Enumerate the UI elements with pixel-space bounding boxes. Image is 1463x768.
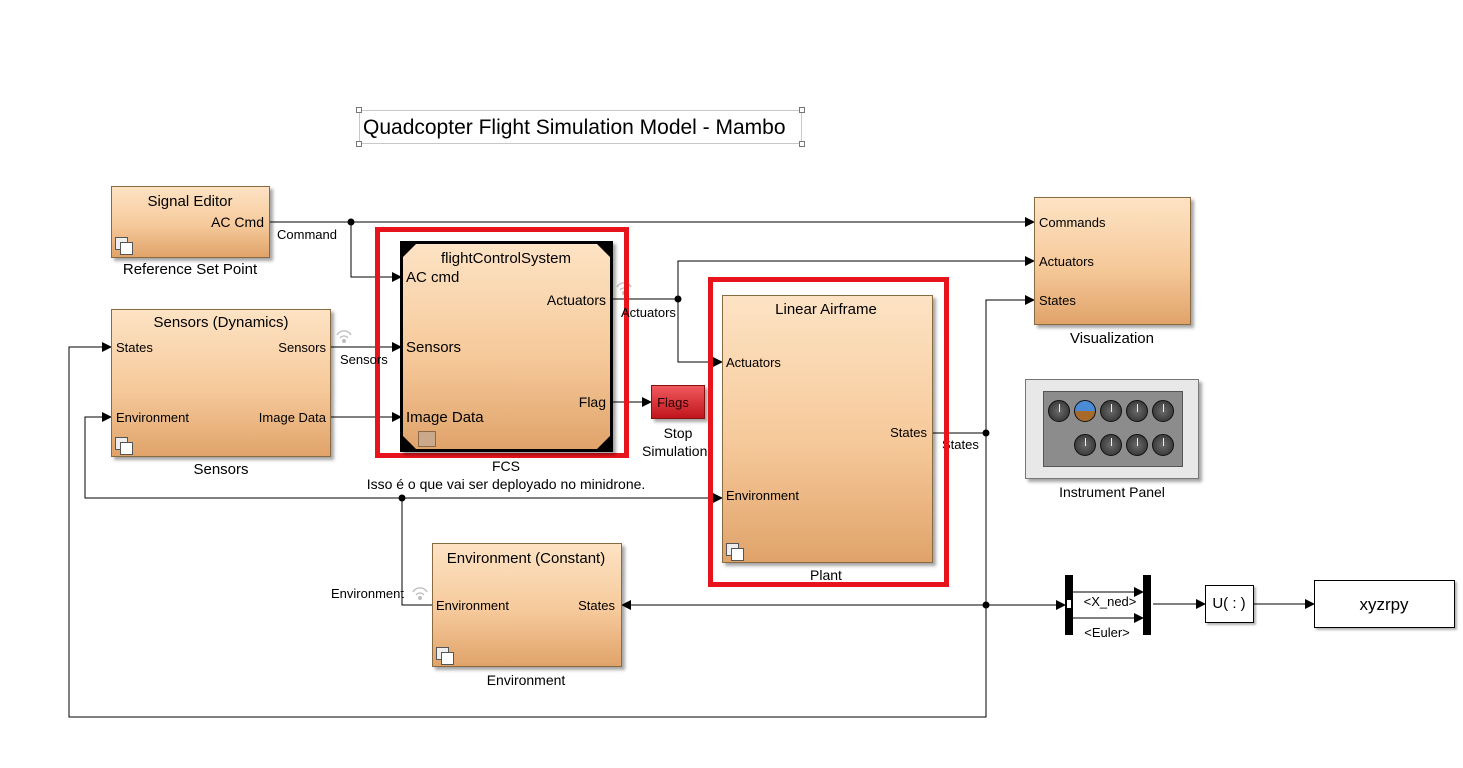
port-label: Image Data <box>258 410 326 425</box>
attitude-indicator-icon <box>1074 400 1096 422</box>
block-caption: Instrument Panel <box>1059 484 1165 500</box>
port-label: Actuators <box>546 292 606 308</box>
signal-label-actuators: Actuators <box>621 305 676 320</box>
signal-line-actuators[interactable] <box>612 298 723 367</box>
signal-label-states: States <box>942 437 979 452</box>
model-title: Quadcopter Flight Simulation Model - Mam… <box>363 116 786 139</box>
bus-selector-output-bar[interactable] <box>1143 575 1151 635</box>
bus-selector-grip <box>1066 599 1072 609</box>
port-label: AC Cmd <box>211 214 264 230</box>
port-label: Sensors <box>406 339 462 356</box>
model-title-box[interactable] <box>356 107 805 147</box>
selection-handle[interactable] <box>799 141 805 147</box>
flags-label: Flags <box>657 395 689 410</box>
signal-editor-block[interactable] <box>111 186 270 258</box>
port-label: Commands <box>1039 215 1106 230</box>
gauge-icon <box>1048 400 1070 422</box>
signal-label-command: Command <box>277 227 337 242</box>
signal-label-sensors: Sensors <box>340 352 388 367</box>
workspace-label: xyzrpy <box>1359 595 1409 614</box>
block-caption: Simulation <box>642 443 708 459</box>
bus-signal-label: <Euler> <box>1084 625 1130 640</box>
port-label: AC cmd <box>406 269 460 286</box>
reshape-label: U( : ) <box>1212 595 1246 612</box>
block-header: flightControlSystem <box>440 250 572 267</box>
fcs-annotation: Isso é o que vai ser deployado no minidr… <box>366 476 646 492</box>
block-caption: Stop <box>663 425 693 441</box>
gauge-icon <box>1152 434 1174 456</box>
block-caption: FCS <box>492 458 520 474</box>
signal-line-actuators-vis[interactable] <box>677 256 1035 299</box>
reshape-block[interactable] <box>1205 585 1254 623</box>
selection-handle[interactable] <box>799 107 805 113</box>
port-label: States <box>890 425 927 440</box>
signal-line-command-fcs[interactable] <box>350 222 402 282</box>
subsystem-icon <box>725 542 744 561</box>
wireless-icon <box>336 330 352 343</box>
block-header: Sensors (Dynamics) <box>153 314 289 331</box>
gauge-icon <box>1100 434 1122 456</box>
port-label: Image Data <box>406 409 484 426</box>
block-caption: Plant <box>810 567 842 583</box>
deploy-icon <box>418 431 436 447</box>
gauge-icon <box>1126 400 1148 422</box>
port-label: Environment <box>726 488 799 503</box>
block-caption: Environment <box>486 672 566 688</box>
wireless-icon <box>412 587 428 600</box>
to-workspace-block[interactable] <box>1314 580 1455 628</box>
block-caption: Visualization <box>1070 330 1154 347</box>
branch-point <box>982 429 990 437</box>
signal-line-states-vis[interactable] <box>985 295 1035 433</box>
gauge-icon <box>1152 400 1174 422</box>
signal-line-environment-sensors[interactable] <box>84 412 402 499</box>
block-caption: Reference Set Point <box>122 261 258 278</box>
branch-point <box>398 494 406 502</box>
block-header: Environment (Constant) <box>446 550 606 567</box>
port-label: States <box>116 340 153 355</box>
port-label: Actuators <box>726 355 781 370</box>
signal-line-environment[interactable] <box>401 493 723 606</box>
signal-label-environment: Environment <box>331 586 404 601</box>
sensors-block[interactable] <box>111 309 331 457</box>
fcs-block[interactable] <box>400 241 613 452</box>
port-label: Environment <box>116 410 189 425</box>
selection-handle[interactable] <box>356 141 362 147</box>
plant-block[interactable] <box>722 295 933 563</box>
fcs-highlight-box <box>375 227 629 458</box>
port-label: Actuators <box>1039 254 1094 269</box>
block-header: Linear Airframe <box>775 301 877 318</box>
branch-point <box>347 218 355 226</box>
instrument-panel-block[interactable] <box>1025 379 1199 479</box>
bus-signal-label: <X_ned> <box>1083 594 1137 609</box>
port-label: Flag <box>578 394 606 410</box>
environment-block[interactable] <box>432 543 622 667</box>
flags-block[interactable] <box>651 385 705 419</box>
port-label: Sensors <box>278 340 326 355</box>
port-label: States <box>578 598 615 613</box>
plant-highlight-box <box>708 277 949 587</box>
visualization-block[interactable] <box>1034 197 1191 325</box>
gauge-icon <box>1126 434 1148 456</box>
branch-point <box>674 295 682 303</box>
branch-point <box>982 601 990 609</box>
gauge-icon <box>1074 434 1096 456</box>
block-header: Signal Editor <box>147 193 233 210</box>
block-caption: Sensors <box>193 461 249 478</box>
gauge-icon <box>1100 400 1122 422</box>
port-label: States <box>1039 293 1076 308</box>
port-label: Environment <box>436 598 509 613</box>
signal-line-states-down[interactable] <box>68 342 987 718</box>
subsystem-icon <box>114 436 133 455</box>
subsystem-icon <box>114 236 133 255</box>
subsystem-icon <box>435 646 454 665</box>
selection-handle[interactable] <box>356 107 362 113</box>
